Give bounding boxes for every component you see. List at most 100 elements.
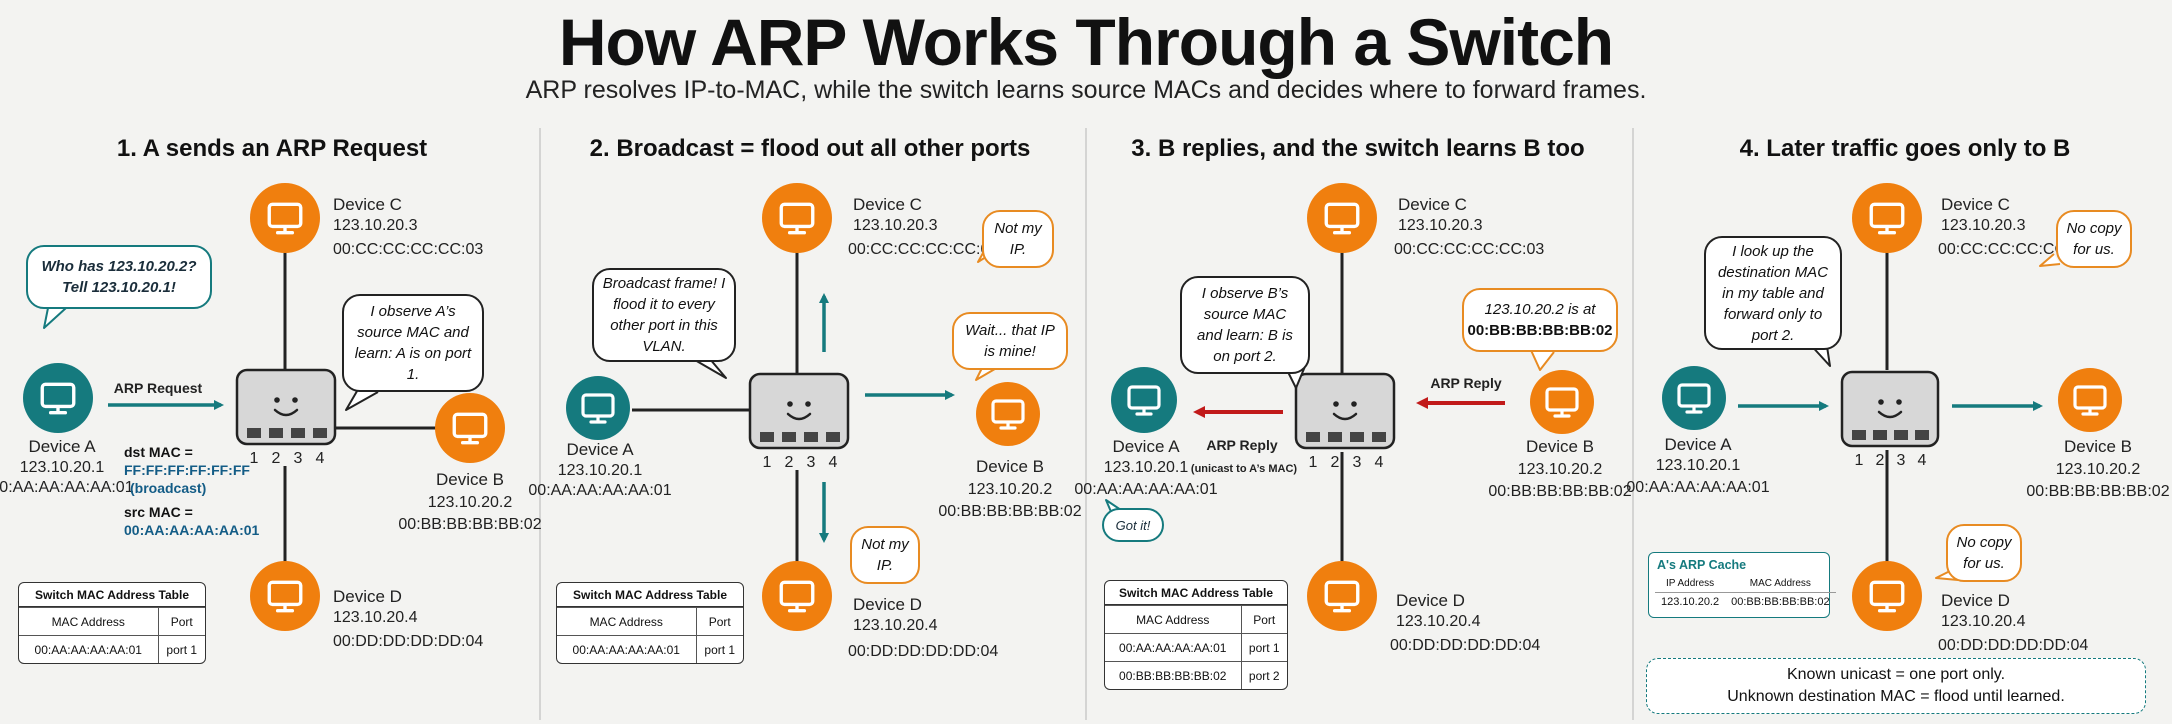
- device-a-mac: 00:AA:AA:AA:AA:01: [1074, 481, 1217, 498]
- device-b-ip: 123.10.20.2: [2056, 461, 2141, 478]
- switch-icon: [1294, 372, 1396, 450]
- device-d-ip: 123.10.20.4: [333, 609, 418, 626]
- frame-address-info: dst MAC = FF:FF:FF:FF:FF:FF (broadcast) …: [124, 444, 260, 538]
- device-d-mac: 00:DD:DD:DD:DD:04: [848, 643, 998, 660]
- port-3-label: 3: [1897, 452, 1906, 469]
- device-a-mac: 00:AA:AA:AA:AA:01: [1626, 479, 1769, 496]
- port-4-label: 4: [316, 450, 325, 467]
- device-b-ip: 123.10.20.2: [428, 494, 513, 511]
- device-a-name: Device A: [1112, 437, 1180, 456]
- device-c-ip: 123.10.20.3: [1398, 217, 1483, 234]
- device-a-icon: [566, 376, 630, 440]
- device-d-ip: 123.10.20.4: [853, 617, 938, 634]
- device-b-name: Device B: [2064, 437, 2132, 456]
- device-a-mac: 00:AA:AA:AA:AA:01: [528, 482, 671, 499]
- device-b-mac: 00:BB:BB:BB:BB:02: [398, 516, 541, 533]
- port-2-label: 2: [272, 450, 281, 467]
- arp-reply-label: ARP Reply: [1430, 375, 1502, 391]
- device-c-ip: 123.10.20.3: [853, 217, 938, 234]
- device-b-icon: [2058, 368, 2122, 432]
- port-1-label: 1: [1855, 452, 1864, 469]
- device-d-name: Device D: [1941, 591, 2010, 610]
- device-c-ip: 123.10.20.3: [1941, 217, 2026, 234]
- port-3-label: 3: [807, 454, 816, 471]
- device-d-icon: [1852, 561, 1922, 631]
- device-a-ip: 123.10.20.1: [20, 459, 105, 476]
- device-c-mac: 00:CC:CC:CC:CC:03: [1938, 241, 2088, 258]
- device-a-icon: [1662, 366, 1726, 430]
- panel-4: 1 2 3 4 Device A 123.10.20.1 00:AA:AA:AA…: [1626, 183, 2170, 654]
- device-c-icon: [1307, 183, 1377, 253]
- speech-bubble-switch: I look up the destination MAC in my tabl…: [1704, 236, 1842, 350]
- device-c-mac: 00:CC:CC:CC:CC:03: [848, 241, 998, 258]
- device-c-name: Device C: [333, 195, 402, 214]
- device-c-name: Device C: [1398, 195, 1467, 214]
- device-b-ip: 123.10.20.2: [1518, 461, 1603, 478]
- switch-icon: [235, 368, 337, 446]
- port-1-label: 1: [250, 450, 259, 467]
- device-d-mac: 00:DD:DD:DD:DD:04: [1390, 637, 1540, 654]
- device-a-name: Device A: [28, 437, 96, 456]
- speech-bubble-device-d: Not my IP.: [850, 526, 920, 584]
- device-b-mac: 00:BB:BB:BB:BB:02: [1488, 483, 1631, 500]
- speech-bubble-switch: I observe A’s source MAC and learn: A is…: [342, 294, 484, 392]
- device-b-name: Device B: [976, 457, 1044, 476]
- speech-bubble-device-a: Who has 123.10.20.2?Tell 123.10.20.1!: [26, 245, 212, 309]
- device-d-icon: [1307, 561, 1377, 631]
- panel-1-title: 1. A sends an ARP Request: [117, 135, 427, 162]
- device-d-mac: 00:DD:DD:DD:DD:04: [1938, 637, 2088, 654]
- device-d-ip: 123.10.20.4: [1941, 613, 2026, 630]
- port-3-label: 3: [1353, 454, 1362, 471]
- device-c-name: Device C: [853, 195, 922, 214]
- device-c-ip: 123.10.20.3: [333, 217, 418, 234]
- device-a-ip: 123.10.20.1: [1656, 457, 1741, 474]
- device-d-name: Device D: [1396, 591, 1465, 610]
- page-title: How ARP Works Through a Switch: [558, 5, 1614, 79]
- page-subtitle: ARP resolves IP-to-MAC, while the switch…: [525, 76, 1647, 104]
- port-4-label: 4: [1375, 454, 1384, 471]
- device-a-ip: 123.10.20.1: [558, 462, 643, 479]
- port-2-label: 2: [1331, 454, 1340, 471]
- device-c-name: Device C: [1941, 195, 2010, 214]
- speech-bubble-device-b: Wait... that IP is mine!: [952, 312, 1068, 370]
- device-a-ip: 123.10.20.1: [1104, 459, 1189, 476]
- device-d-ip: 123.10.20.4: [1396, 613, 1481, 630]
- device-b-ip: 123.10.20.2: [968, 481, 1053, 498]
- switch-icon: [1840, 370, 1940, 448]
- arp-reply-label-left: ARP Reply: [1206, 437, 1278, 453]
- panel-1: ARP Request 1 2 3 4 Device A 123.10.20.1…: [0, 183, 542, 650]
- device-a-name: Device A: [566, 440, 634, 459]
- device-c-mac: 00:CC:CC:CC:CC:03: [1394, 241, 1544, 258]
- device-a-name: Device A: [1664, 435, 1732, 454]
- device-b-mac: 00:BB:BB:BB:BB:02: [2026, 483, 2169, 500]
- summary-note: Known unicast = one port only. Unknown d…: [1646, 658, 2146, 714]
- port-2-label: 2: [785, 454, 794, 471]
- device-c-icon: [1852, 183, 1922, 253]
- port-4-label: 4: [1918, 452, 1927, 469]
- panel-2-title: 2. Broadcast = flood out all other ports: [590, 135, 1031, 162]
- speech-bubble-device-d: No copy for us.: [1946, 524, 2022, 582]
- device-b-icon: [976, 382, 1040, 446]
- device-b-icon: [435, 393, 505, 463]
- device-b-name: Device B: [436, 470, 504, 489]
- port-1-label: 1: [1309, 454, 1318, 471]
- arp-request-label: ARP Request: [114, 380, 203, 396]
- device-d-icon: [762, 561, 832, 631]
- device-c-mac: 00:CC:CC:CC:CC:03: [333, 241, 483, 258]
- panel-3: ARP Reply ARP Reply (unicast to A’s MAC)…: [1074, 183, 1632, 654]
- panel-3-title: 3. B replies, and the switch learns B to…: [1131, 135, 1584, 162]
- device-d-mac: 00:DD:DD:DD:DD:04: [333, 633, 483, 650]
- device-c-icon: [762, 183, 832, 253]
- panel-4-title: 4. Later traffic goes only to B: [1740, 135, 2071, 162]
- speech-bubble-device-b: 123.10.20.2 is at 00:BB:BB:BB:BB:02: [1462, 288, 1618, 352]
- device-a-icon: [1111, 367, 1177, 433]
- device-a-icon: [23, 363, 93, 433]
